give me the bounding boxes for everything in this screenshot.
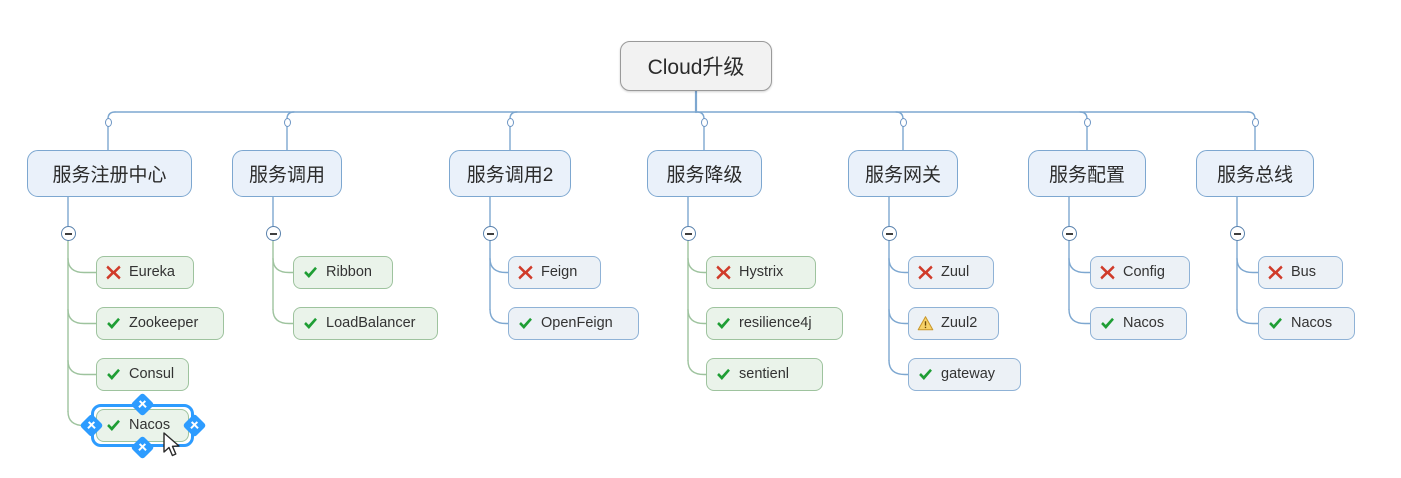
leaf-node-label: sentienl bbox=[739, 366, 789, 383]
leaf-node-zuul[interactable]: Zuul bbox=[908, 256, 994, 289]
leaf-node-label: Eureka bbox=[129, 264, 175, 281]
check-icon bbox=[304, 266, 317, 278]
leaf-node-label: Consul bbox=[129, 366, 175, 383]
leaf-node-label: Hystrix bbox=[739, 264, 784, 281]
topic-node-config[interactable]: 服务配置 bbox=[1028, 150, 1146, 197]
cross-icon bbox=[716, 265, 731, 280]
topic-node-gateway[interactable]: 服务网关 bbox=[848, 150, 958, 197]
root-node-label: Cloud升级 bbox=[647, 56, 745, 79]
branch-collapse-dot-bus[interactable] bbox=[1251, 118, 1259, 127]
leaf-node-ribbon[interactable]: Ribbon bbox=[293, 256, 393, 289]
leaf-node-hystrix[interactable]: Hystrix bbox=[706, 256, 816, 289]
check-icon bbox=[919, 368, 932, 380]
leaf-node-label: Nacos bbox=[1291, 315, 1333, 332]
leaf-node-sentienl[interactable]: sentienl bbox=[706, 358, 823, 391]
leaf-node-zuul2[interactable]: Zuul2 bbox=[908, 307, 999, 340]
topic-node-label: 服务总线 bbox=[1216, 165, 1293, 186]
topic-node-degrade[interactable]: 服务降级 bbox=[647, 150, 762, 197]
cross-icon bbox=[1100, 265, 1115, 280]
collapse-toggle-config[interactable] bbox=[1061, 226, 1077, 241]
check-icon bbox=[717, 317, 730, 329]
topic-node-label: 服务调用2 bbox=[466, 165, 554, 186]
branch-collapse-dot-gateway[interactable] bbox=[899, 118, 907, 127]
topic-node-registry[interactable]: 服务注册中心 bbox=[27, 150, 192, 197]
leaf-node-loadbalancer[interactable]: LoadBalancer bbox=[293, 307, 438, 340]
leaf-node-label: Zuul2 bbox=[941, 315, 978, 332]
branch-collapse-dot-registry[interactable] bbox=[104, 118, 112, 127]
leaf-node-resilience4j[interactable]: resilience4j bbox=[706, 307, 843, 340]
leaf-node-feign[interactable]: Feign bbox=[508, 256, 601, 289]
check-icon bbox=[1101, 317, 1114, 329]
leaf-node-openfeign[interactable]: OpenFeign bbox=[508, 307, 639, 340]
leaf-node-eureka[interactable]: Eureka bbox=[96, 256, 194, 289]
leaf-node-label: OpenFeign bbox=[541, 315, 613, 332]
topic-node-invoke2[interactable]: 服务调用2 bbox=[449, 150, 571, 197]
leaf-node-nacos[interactable]: Nacos bbox=[1090, 307, 1187, 340]
leaf-node-gateway[interactable]: gateway bbox=[908, 358, 1021, 391]
check-icon bbox=[1269, 317, 1282, 329]
check-icon bbox=[717, 368, 730, 380]
cross-icon bbox=[518, 265, 533, 280]
warning-icon bbox=[917, 316, 934, 331]
collapse-toggle-gateway[interactable] bbox=[881, 226, 897, 241]
collapse-toggle-degrade[interactable] bbox=[680, 226, 696, 241]
check-icon bbox=[107, 317, 120, 329]
leaf-node-label: Feign bbox=[541, 264, 578, 281]
leaf-node-label: Nacos bbox=[1123, 315, 1165, 332]
leaf-node-nacos[interactable]: Nacos bbox=[1258, 307, 1355, 340]
leaf-node-label: gateway bbox=[941, 366, 996, 383]
topic-node-invoke[interactable]: 服务调用 bbox=[232, 150, 342, 197]
collapse-toggle-invoke[interactable] bbox=[265, 226, 281, 241]
collapse-toggle-registry[interactable] bbox=[60, 226, 76, 241]
leaf-node-label: Zookeeper bbox=[129, 315, 199, 332]
branch-collapse-dot-invoke2[interactable] bbox=[506, 118, 514, 127]
leaf-node-label: resilience4j bbox=[739, 315, 812, 332]
leaf-node-zookeeper[interactable]: Zookeeper bbox=[96, 307, 224, 340]
collapse-toggle-invoke2[interactable] bbox=[482, 226, 498, 241]
branch-collapse-dot-config[interactable] bbox=[1083, 118, 1091, 127]
check-icon bbox=[107, 419, 120, 431]
branch-collapse-dot-invoke[interactable] bbox=[283, 118, 291, 127]
branch-collapse-dot-degrade[interactable] bbox=[700, 118, 708, 127]
check-icon bbox=[304, 317, 317, 329]
topic-node-label: 服务配置 bbox=[1048, 165, 1125, 186]
leaf-node-label: Nacos bbox=[129, 417, 171, 434]
topic-node-label: 服务调用 bbox=[248, 165, 325, 186]
leaf-node-label: Config bbox=[1123, 264, 1165, 281]
topic-node-label: 服务注册中心 bbox=[52, 165, 167, 186]
topic-node-label: 服务降级 bbox=[666, 165, 743, 186]
leaf-node-label: Ribbon bbox=[326, 264, 372, 281]
cross-icon bbox=[1268, 265, 1283, 280]
root-node[interactable]: Cloud升级 bbox=[620, 41, 772, 91]
check-icon bbox=[107, 368, 120, 380]
cross-icon bbox=[106, 265, 121, 280]
topic-node-label: 服务网关 bbox=[864, 165, 941, 186]
cross-icon bbox=[918, 265, 933, 280]
leaf-node-config[interactable]: Config bbox=[1090, 256, 1190, 289]
check-icon bbox=[519, 317, 532, 329]
collapse-toggle-bus[interactable] bbox=[1229, 226, 1245, 241]
leaf-node-consul[interactable]: Consul bbox=[96, 358, 189, 391]
leaf-node-label: Bus bbox=[1291, 264, 1316, 281]
leaf-node-label: LoadBalancer bbox=[326, 315, 416, 332]
leaf-node-label: Zuul bbox=[941, 264, 970, 281]
leaf-node-bus[interactable]: Bus bbox=[1258, 256, 1343, 289]
mouse-cursor-icon bbox=[163, 432, 180, 457]
topic-node-bus[interactable]: 服务总线 bbox=[1196, 150, 1314, 197]
